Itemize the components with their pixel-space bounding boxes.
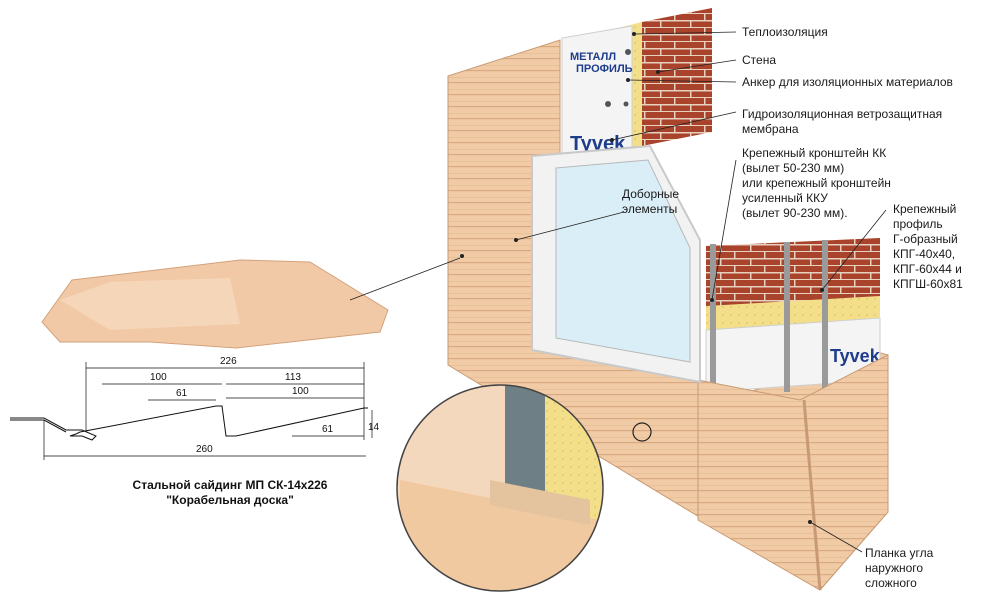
- profile-caption-line2: "Корабельная доска": [166, 493, 294, 507]
- leader-lines: [515, 31, 887, 553]
- dim-260: 260: [196, 444, 213, 455]
- label-trim-line2: элементы: [622, 202, 678, 216]
- svg-text:ПРОФИЛЬ: ПРОФИЛЬ: [576, 63, 633, 75]
- label-corner-line2: наружного: [865, 561, 924, 575]
- dim-100-b: 100: [292, 386, 309, 397]
- mounting-profile: [784, 242, 790, 392]
- label-profile-line1: Крепежный: [893, 202, 957, 216]
- svg-text:МЕТАЛЛ: МЕТАЛЛ: [570, 51, 616, 63]
- dimension-lines: [43, 362, 373, 460]
- leader-dots: [514, 32, 824, 524]
- label-bracket-line4: усиленный ККУ: [742, 191, 828, 205]
- label-bracket-line1: Крепежный кронштейн КК: [742, 146, 887, 160]
- label-trim: Доборные элементы: [622, 187, 679, 217]
- dim-100-a: 100: [150, 372, 167, 383]
- label-corner-line3: сложного: [865, 576, 917, 590]
- brick-wall-lower: [706, 238, 880, 316]
- label-profile-line6: КПГШ-60х81: [893, 277, 963, 291]
- siding-cross-section: [10, 405, 368, 441]
- label-corner-line1: Планка угла: [865, 546, 934, 560]
- profile-caption-line1: Стальной сайдинг МП СК-14х226: [132, 478, 328, 492]
- label-membrane-line2: мембрана: [742, 122, 799, 136]
- label-bracket-line5: (вылет 90-230 мм).: [742, 206, 848, 220]
- label-bracket: Крепежный кронштейн КК (вылет 50-230 мм)…: [742, 146, 891, 221]
- label-membrane: Гидроизоляционная ветрозащитная мембрана: [742, 107, 942, 137]
- label-bracket-line3: или крепежный кронштейн: [742, 176, 891, 190]
- siding-profile-leader-dot: [460, 254, 464, 258]
- label-wall: Стена: [742, 53, 777, 67]
- label-bracket-line2: (вылет 50-230 мм): [742, 161, 845, 175]
- profile-caption: Стальной сайдинг МП СК-14х226 "Корабельн…: [100, 478, 360, 508]
- dim-61-b: 61: [322, 424, 334, 435]
- dim-61-a: 61: [176, 388, 188, 399]
- siding-profile-leader: [349, 257, 461, 301]
- label-profile-line3: Г-образный: [893, 232, 958, 246]
- anchor-icon: [623, 101, 629, 107]
- detail-zoom: [397, 385, 603, 591]
- label-profile-line2: профиль: [893, 217, 943, 231]
- membrane-brand-logo-lower: Tyvek: [830, 346, 881, 366]
- brick-wall-top: [642, 8, 712, 146]
- mounting-profile: [710, 244, 716, 394]
- label-profile-line4: КПГ-40х40,: [893, 247, 956, 261]
- anchor-icon: [605, 101, 611, 107]
- corner-trim: [802, 399, 822, 591]
- insulation-brand-logo: МЕТАЛЛ ПРОФИЛЬ: [570, 51, 633, 75]
- label-insulation: Теплоизоляция: [742, 25, 828, 39]
- window-glass: [555, 159, 691, 363]
- label-trim-line1: Доборные: [622, 187, 680, 201]
- label-profile: Крепежный профиль Г-образный КПГ-40х40, …: [893, 202, 963, 292]
- dim-113: 113: [285, 372, 301, 383]
- label-membrane-line1: Гидроизоляционная ветрозащитная: [742, 107, 943, 121]
- mounting-profile: [822, 240, 828, 390]
- label-corner: Планка угла наружного сложного: [865, 546, 933, 591]
- siding-profile-sketch-face: [60, 278, 240, 330]
- label-profile-line5: КПГ-60х44 и: [893, 262, 962, 276]
- detail-marker: [632, 422, 652, 442]
- dim-14: 14: [368, 422, 380, 433]
- label-anchor: Анкер для изоляционных материалов: [742, 75, 953, 89]
- siding-wall-lower: [697, 354, 889, 591]
- detail-zoom-outline: [396, 384, 604, 592]
- dim-226: 226: [220, 356, 237, 367]
- anchor-icon: [625, 49, 631, 55]
